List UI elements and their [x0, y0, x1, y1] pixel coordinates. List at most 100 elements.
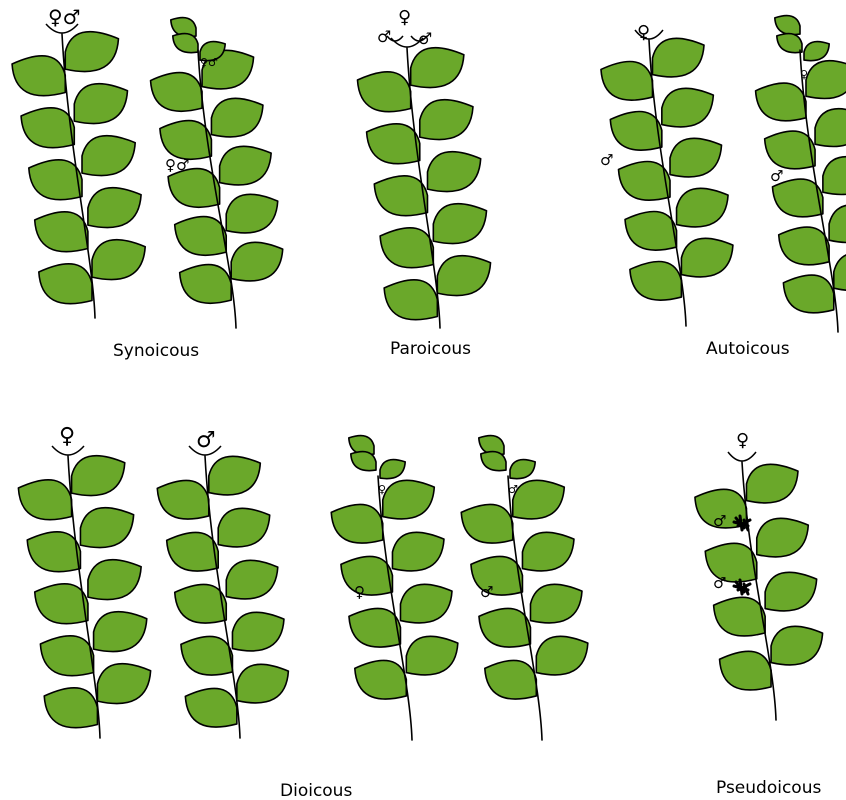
- leaf: [180, 265, 232, 304]
- leaf: [461, 504, 513, 543]
- label-autoicous: Autoicous: [706, 339, 790, 359]
- leaf: [765, 572, 817, 611]
- label-synoicous: Synoicous: [113, 341, 199, 361]
- female-symbol-icon: ♀: [398, 7, 411, 28]
- leaf: [765, 131, 815, 169]
- female-symbol-icon: ♀: [354, 583, 365, 601]
- perichaetium-cup: [728, 452, 756, 461]
- male-symbol-icon: ♂: [508, 483, 518, 496]
- leaf: [185, 688, 237, 727]
- leaf: [437, 256, 490, 296]
- male-symbol-icon: ♂: [418, 29, 432, 48]
- leaf: [783, 275, 833, 313]
- leaf: [211, 98, 263, 137]
- shoot-paroicous: [357, 48, 490, 328]
- leaf: [40, 636, 93, 676]
- leaf: [720, 651, 772, 690]
- leaf: [652, 38, 704, 77]
- leaf: [72, 456, 125, 496]
- leaf: [65, 32, 118, 72]
- leaf: [513, 480, 565, 519]
- leaf: [530, 584, 582, 623]
- leaf: [74, 84, 127, 124]
- leaf: [536, 636, 588, 675]
- leaf: [380, 460, 405, 479]
- leaf: [775, 16, 800, 35]
- leaf: [341, 556, 393, 595]
- female-symbol-icon: ♀: [378, 483, 386, 496]
- leaf: [27, 532, 80, 572]
- leaf: [479, 608, 531, 647]
- leaf: [151, 73, 203, 112]
- leaf: [374, 176, 427, 216]
- shoot-autoicous-terminal: [601, 38, 733, 326]
- male-symbol-icon: ♂: [713, 574, 726, 592]
- leaf: [677, 188, 729, 227]
- leaf: [714, 597, 766, 636]
- bisexual-symbol-icon: ♀♂: [48, 5, 81, 29]
- leaf: [21, 108, 74, 148]
- leaf: [44, 688, 97, 728]
- leaf: [681, 238, 733, 277]
- leaf: [777, 34, 802, 53]
- shoot-dioicous-female: [18, 456, 150, 738]
- label-pseudoicous: Pseudoicous: [716, 778, 821, 798]
- leaf: [420, 100, 473, 140]
- leaf: [834, 253, 846, 291]
- label-paroicous: Paroicous: [390, 339, 471, 359]
- male-symbol-icon: ♂: [196, 428, 216, 453]
- leaf: [427, 152, 480, 192]
- leaf: [18, 480, 71, 520]
- leaf: [88, 188, 141, 228]
- leaf: [746, 464, 798, 503]
- leaf: [351, 452, 376, 471]
- shoot-synoicous-terminal: [12, 32, 145, 318]
- leaf: [160, 121, 212, 160]
- leaf: [662, 88, 714, 127]
- leaf: [12, 56, 65, 96]
- leaf: [220, 146, 272, 185]
- leaf: [618, 162, 670, 201]
- leaf: [349, 608, 401, 647]
- male-symbol-icon: ♂: [600, 151, 613, 169]
- leaf: [384, 280, 437, 320]
- leaf: [80, 508, 133, 548]
- male-symbol-icon: ♂: [480, 583, 493, 601]
- leaf: [485, 660, 537, 699]
- leaf: [218, 508, 270, 547]
- leaf: [226, 194, 278, 233]
- leaf: [392, 532, 444, 571]
- leaf: [175, 217, 227, 256]
- leaf: [237, 664, 289, 703]
- leaf: [331, 504, 383, 543]
- bisexual-symbol-icon: ♀♂: [200, 56, 218, 69]
- female-symbol-icon: ♀: [800, 68, 808, 81]
- leaf: [167, 532, 219, 571]
- leaf: [804, 42, 829, 61]
- leaf: [630, 262, 682, 301]
- leaf: [29, 160, 82, 200]
- leaf: [757, 518, 809, 557]
- leaf: [232, 612, 284, 651]
- leaf: [367, 124, 420, 164]
- leaf: [601, 62, 653, 101]
- shoot-dioicous-male: [157, 456, 288, 738]
- leaf: [35, 212, 88, 252]
- leaf: [168, 169, 220, 208]
- leaf: [92, 240, 145, 280]
- leaf: [610, 112, 662, 151]
- leaf: [94, 612, 147, 652]
- leaf: [231, 242, 283, 281]
- leaf: [383, 480, 435, 519]
- leaf: [823, 157, 846, 195]
- male-symbol-icon: ♂: [770, 167, 783, 185]
- leaf: [670, 138, 722, 177]
- leaf: [357, 72, 410, 112]
- leaf: [380, 228, 433, 268]
- leaf: [510, 460, 535, 479]
- leaf: [406, 636, 458, 675]
- leaf: [806, 61, 846, 99]
- label-dioicous: Dioicous: [280, 781, 352, 800]
- leaf: [471, 556, 523, 595]
